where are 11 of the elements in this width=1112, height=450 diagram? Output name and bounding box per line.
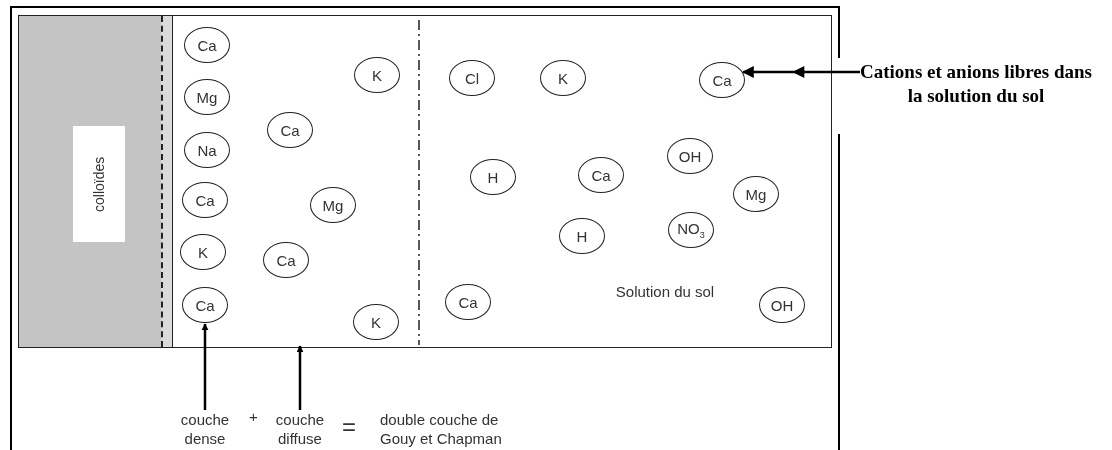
colloid-label: colloïdes	[73, 126, 125, 242]
callout-text: Cations et anions libres dans la solution du sol	[856, 60, 1096, 108]
layer-label: couche diffuse	[257, 410, 343, 448]
layer-label: couche dense	[165, 410, 245, 448]
result-label: double couche de Gouy et Chapman	[380, 410, 503, 448]
region-label: Solution du sol	[614, 282, 716, 301]
arrow	[742, 66, 860, 78]
arrow	[296, 345, 304, 410]
arrow	[201, 323, 209, 410]
equals-sign: =	[342, 413, 356, 441]
plus-sign: +	[249, 408, 258, 425]
